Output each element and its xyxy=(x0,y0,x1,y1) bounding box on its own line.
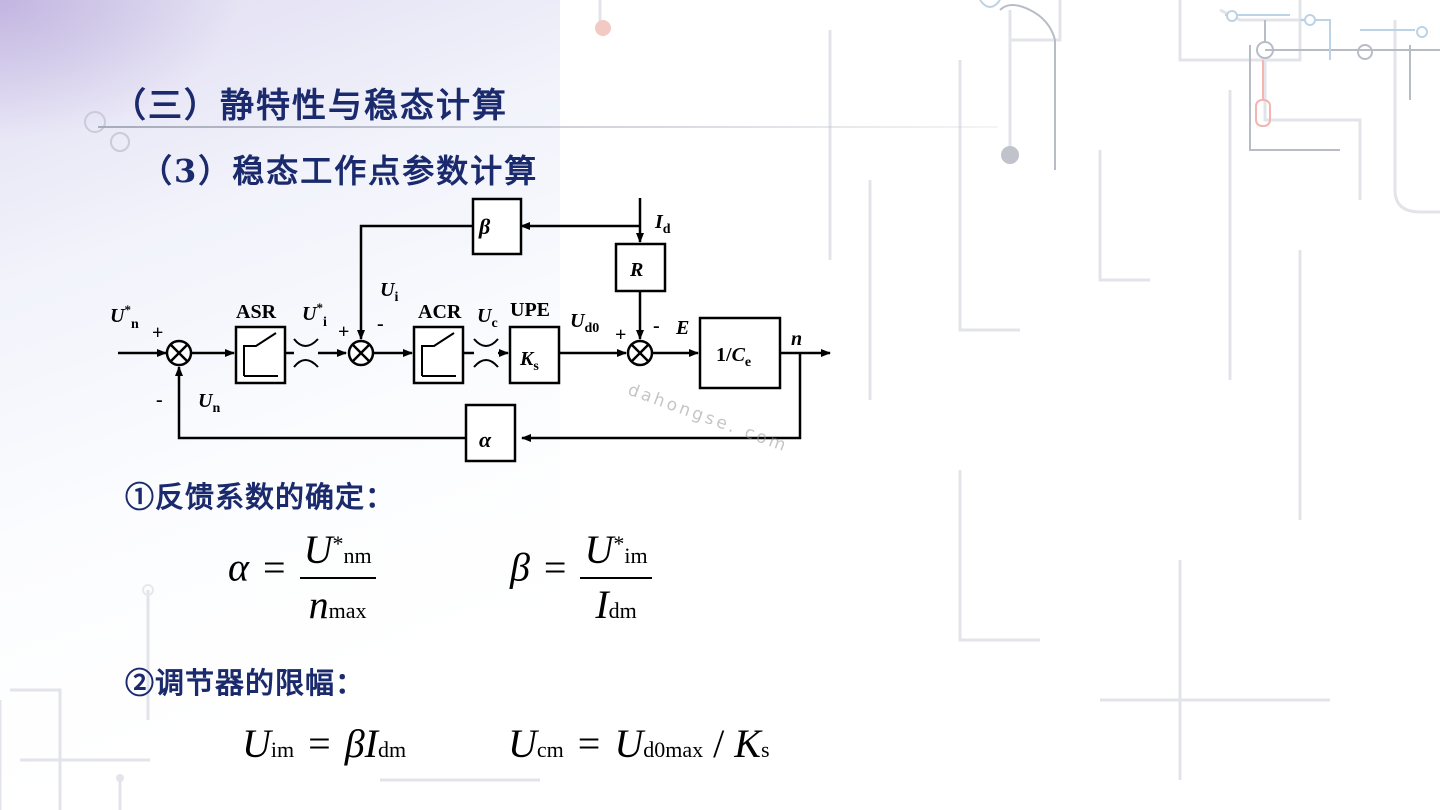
label-acr: ACR xyxy=(418,301,462,323)
section2-heading: ②调节器的限幅： xyxy=(125,666,366,700)
limiter-symbol-asr xyxy=(285,338,347,368)
ucm-ud0max-sub: d0max xyxy=(643,737,704,762)
beta-lhs: β xyxy=(510,544,530,590)
slide-title: （三）静特性与稳态计算 xyxy=(112,86,508,126)
label-upe: UPE xyxy=(510,299,550,321)
uim-idm: I xyxy=(364,721,378,766)
label-ks: Ks xyxy=(519,348,539,374)
ucm-lhs: U xyxy=(508,721,537,766)
alpha-equals: = xyxy=(263,544,286,590)
label-uc: Uc xyxy=(477,305,498,331)
summing-junction-current xyxy=(347,339,375,367)
alpha-denominator: nmax xyxy=(308,582,367,627)
label-n-output: n xyxy=(791,328,802,350)
ucm-formula: Ucm = Ud0max /Ks xyxy=(508,720,770,767)
beta-equals: = xyxy=(543,544,567,590)
asr-block xyxy=(234,325,287,385)
background-corner-tint xyxy=(0,0,240,140)
acr-block xyxy=(412,325,465,385)
alpha-lhs: α xyxy=(228,544,249,590)
ucm-ud0max: U xyxy=(614,721,644,766)
ce-block xyxy=(698,316,782,390)
alpha-block xyxy=(464,403,517,463)
summing-junction-voltage xyxy=(626,339,654,367)
label-id: Id xyxy=(654,211,671,237)
title-underline xyxy=(98,126,998,128)
beta-denominator: Idm xyxy=(595,582,637,627)
ucm-ks-sub: s xyxy=(760,737,770,762)
label-alpha: α xyxy=(479,427,492,452)
alpha-to-sum1-line xyxy=(175,366,466,440)
label-ce: 1/Ce xyxy=(716,344,751,370)
section1-heading: ①反馈系数的确定： xyxy=(125,480,396,514)
limiter-symbol-acr xyxy=(463,338,509,368)
sign-minus-2: - xyxy=(377,313,384,335)
ucm-slash: / xyxy=(713,721,725,766)
sign-plus-2: + xyxy=(338,321,349,343)
slide-subtitle: （3）稳态工作点参数计算 xyxy=(140,152,539,190)
uim-equals: = xyxy=(308,721,331,766)
label-ud0: Ud0 xyxy=(570,310,599,336)
sign-plus-1: + xyxy=(152,322,163,344)
uim-lhs: U xyxy=(242,721,271,766)
ucm-ks: K xyxy=(734,721,761,766)
sign-plus-3: + xyxy=(615,324,626,346)
beta-block xyxy=(471,197,523,256)
label-ui: Ui xyxy=(380,279,398,305)
alpha-numerator: U*nm xyxy=(299,526,376,579)
label-asr: ASR xyxy=(236,301,277,323)
uim-lhs-sub: im xyxy=(270,737,295,762)
label-e: E xyxy=(675,317,689,339)
uim-formula: Uim = βIdm xyxy=(242,720,406,767)
ucm-lhs-sub: cm xyxy=(536,737,564,762)
summing-junction-speed xyxy=(165,339,193,367)
sign-minus-1: - xyxy=(156,389,163,411)
ks-block xyxy=(508,325,561,385)
sign-minus-3: - xyxy=(653,315,660,337)
beta-numerator: U*im xyxy=(580,526,652,579)
beta-to-sum2-line xyxy=(357,224,473,340)
speed-feedback-line xyxy=(521,353,802,442)
uim-beta: β xyxy=(344,721,365,766)
label-un-feedback: Un xyxy=(198,390,220,416)
uim-idm-sub: dm xyxy=(377,737,407,762)
ucm-equals: = xyxy=(577,721,601,766)
r-block xyxy=(614,242,667,293)
label-un-ref: U*n xyxy=(110,302,139,332)
label-ui-ref: U*i xyxy=(302,300,327,330)
label-r: R xyxy=(629,259,643,281)
label-beta: β xyxy=(478,214,491,239)
